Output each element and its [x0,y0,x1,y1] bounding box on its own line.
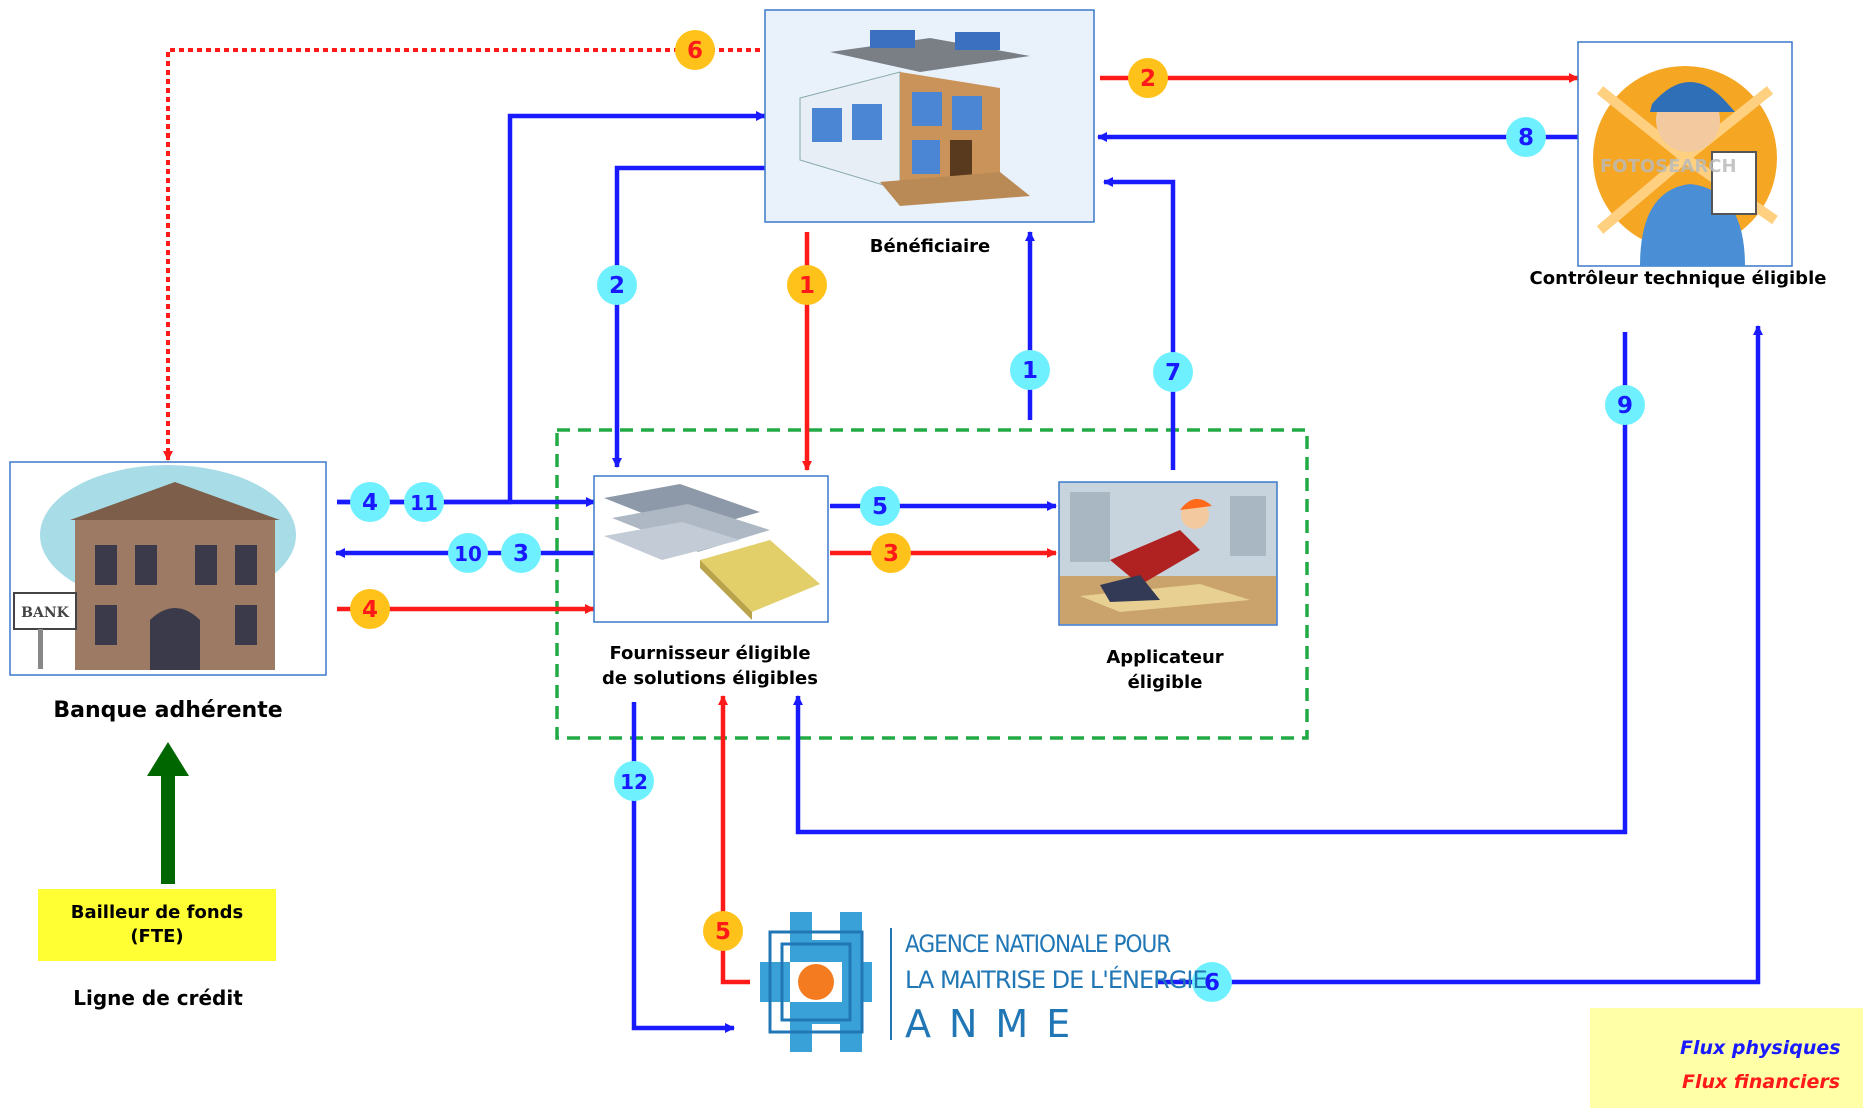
flow-badge-number: 12 [620,770,648,794]
flow-badge-financial-3: 3 [871,533,911,573]
anme-agency-line2: LA MAITRISE DE L'ÉNERGIE [905,966,1208,994]
flow-badge-physical-5: 5 [860,486,900,526]
flow-badge-number: 7 [1165,360,1181,386]
flow-badge-financial-5: 5 [703,911,743,951]
flow-badge-number: 2 [1140,66,1156,92]
flow-badge-physical-9: 9 [1605,385,1645,425]
funder-box: Bailleur de fonds (FTE) [38,889,276,961]
flow-badge-physical-2: 2 [597,265,637,305]
flow-line-blue-11 [337,111,766,505]
flow-line-red-6 [163,48,760,461]
credit-line-label: Ligne de crédit [73,986,243,1010]
eligible-group-frame [555,428,1309,740]
flow-line-blue-6 [1158,325,1763,985]
bank-image: BANK [9,461,327,676]
flow-badge-physical-1: 1 [1010,350,1050,390]
flow-badge-physical-3: 3 [501,533,541,573]
flow-badge-physical-12: 12 [614,761,654,801]
anme-acronym: ANME [905,1002,1089,1046]
flow-badge-number: 4 [362,490,378,516]
flow-badge-number: 10 [454,542,482,566]
flow-badge-number: 5 [715,919,731,945]
flow-badge-number: 6 [1204,970,1220,996]
flow-badge-number: 3 [513,541,529,567]
flow-badge-physical-4: 4 [350,482,390,522]
flow-line-blue-2 [612,165,768,468]
legend-physical-label: Flux physiques [1680,1037,1841,1059]
flow-badge-number: 8 [1518,125,1534,151]
flow-badge-number: 6 [687,38,703,64]
beneficiary-label: Bénéficiaire [869,236,991,257]
flow-line-blue-9 [793,332,1628,835]
supplier-label-line1: Fournisseur éligible [609,643,811,664]
anme-agency-line1: AGENCE NATIONALE POUR [905,930,1171,958]
flow-badge-number: 2 [609,273,625,299]
svg-text:FOTOSEARCH: FOTOSEARCH [1600,156,1737,177]
legend: Flux physiques Flux financiers [1590,1008,1863,1108]
flow-badge-number: 9 [1617,393,1633,419]
controller-label: Contrôleur technique éligible [1529,268,1827,289]
flow-badge-physical-7: 7 [1153,352,1193,392]
flow-badge-financial-1: 1 [787,265,827,305]
anme-logo [760,912,892,1052]
applicator-label-line2: éligible [1127,672,1203,693]
funder-label-line1: Bailleur de fonds [70,902,244,923]
flow-badge-financial-4: 4 [350,589,390,629]
flow-badge-number: 3 [883,541,899,567]
funding-arrow [147,742,189,884]
funder-label-line2: (FTE) [130,926,184,947]
legend-financial-label: Flux financiers [1682,1071,1841,1093]
flow-badge-physical-8: 8 [1506,117,1546,157]
supplier-label-line2: de solutions éligibles [602,668,818,689]
flow-badge-number: 11 [410,491,438,515]
flow-badge-number: 1 [799,273,815,299]
controller-image: FOTOSEARCH [1577,41,1793,267]
flow-badge-financial-6: 6 [675,30,715,70]
supplier-image [593,475,829,623]
flow-badge-financial-2: 2 [1128,58,1168,98]
flow-badge-physical-6: 6 [1192,962,1232,1002]
flow-line-red-5 [718,695,750,985]
flow-badge-physical-11: 11 [404,482,444,522]
applicator-image [1058,481,1278,626]
flow-badge-physical-10: 10 [448,533,488,573]
beneficiary-image [764,9,1095,223]
flow-badge-number: 4 [362,597,378,623]
flow-line-blue-7 [1103,177,1176,470]
applicator-label-line1: Applicateur [1106,647,1224,668]
flow-badge-number: 1 [1022,358,1038,384]
bank-label: Banque adhérente [53,698,283,723]
flow-line-blue-12 [631,702,735,1033]
svg-text:BANK: BANK [21,605,69,621]
flow-badge-number: 5 [872,494,888,520]
